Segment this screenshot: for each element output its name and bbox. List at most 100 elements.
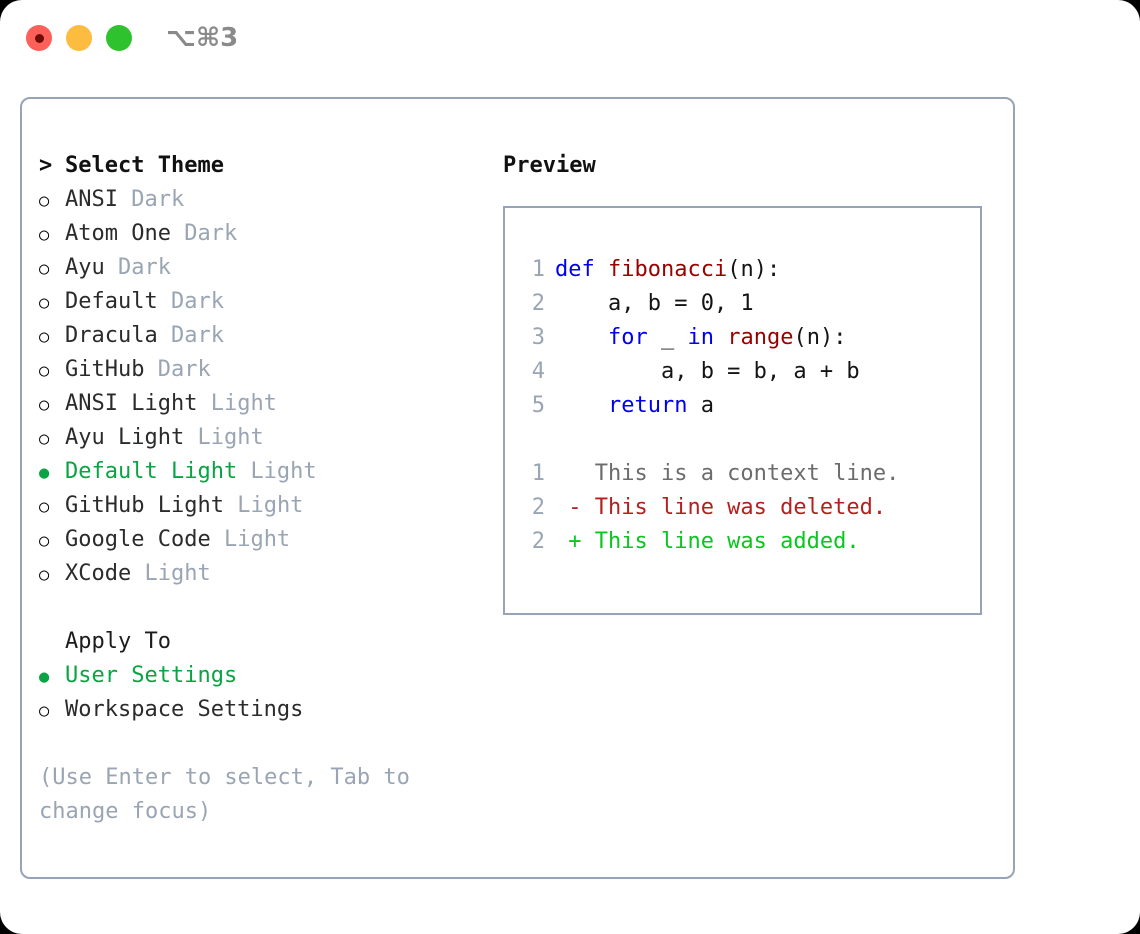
code-token bbox=[714, 325, 727, 350]
theme-list: ○ANSI Dark○Atom One Dark○Ayu Dark○Defaul… bbox=[39, 183, 479, 591]
theme-kind-badge: Dark bbox=[157, 357, 211, 382]
code-line: 2 + This line was added. bbox=[519, 525, 899, 559]
code-line: 3 for _ in range(n): bbox=[519, 321, 899, 355]
list-spacer bbox=[39, 591, 479, 625]
line-number: 2 bbox=[531, 529, 545, 554]
code-line: 4 a, b = b, a + b bbox=[519, 355, 899, 389]
theme-kind-badge: Light bbox=[144, 561, 211, 586]
code-token: (n): bbox=[727, 257, 781, 282]
theme-kind-spacer bbox=[118, 183, 131, 217]
theme-list-item[interactable]: ○ Default Dark bbox=[39, 285, 479, 319]
theme-name-label: Dracula bbox=[65, 323, 158, 348]
theme-kind-badge: Light bbox=[250, 459, 317, 484]
radio-unselected-icon: ○ bbox=[39, 259, 50, 279]
theme-kind-badge: Dark bbox=[118, 255, 171, 280]
theme-list-item[interactable]: ○Atom One Dark bbox=[39, 217, 479, 251]
theme-kind-spacer bbox=[171, 217, 184, 251]
theme-kind-badge: Dark bbox=[184, 221, 238, 246]
theme-kind-badge: Light bbox=[237, 493, 304, 518]
code-token: a, b = b, a + b bbox=[555, 359, 860, 384]
theme-list-item[interactable]: ○XCode Light bbox=[39, 557, 479, 591]
code-diff-gap bbox=[519, 423, 899, 457]
apply-to-label: Workspace Settings bbox=[65, 697, 304, 722]
preview-title: Preview bbox=[503, 153, 596, 178]
theme-name-label: Atom One bbox=[65, 221, 171, 246]
close-window-icon[interactable] bbox=[26, 25, 52, 51]
line-number: 2 bbox=[531, 495, 545, 520]
code-token: for bbox=[607, 325, 648, 350]
theme-name-label: GitHub bbox=[65, 357, 145, 382]
theme-name-label: GitHub Light bbox=[65, 493, 224, 518]
theme-name-label: XCode bbox=[65, 561, 132, 586]
theme-picker-title: Select Theme bbox=[65, 153, 224, 178]
theme-kind-badge: Dark bbox=[131, 187, 185, 212]
theme-kind-badge: Dark bbox=[170, 323, 224, 348]
theme-kind-spacer bbox=[211, 523, 224, 557]
traffic-light-group bbox=[26, 25, 132, 51]
apply-to-option[interactable]: ●User Settings bbox=[39, 659, 479, 693]
radio-unselected-icon: ○ bbox=[39, 429, 50, 449]
code-token: This is a context line. bbox=[555, 461, 900, 486]
main-card: >Select Theme ○ANSI Dark○Atom One Dark○A… bbox=[20, 97, 1015, 879]
theme-kind-spacer bbox=[184, 421, 197, 455]
code-line: 2 a, b = 0, 1 bbox=[519, 287, 899, 321]
line-number: 5 bbox=[531, 393, 545, 418]
code-token: return bbox=[607, 393, 688, 418]
line-number: 4 bbox=[531, 359, 545, 384]
keyboard-shortcut-label: ⌥⌘3 bbox=[166, 23, 239, 53]
theme-name-label: ANSI bbox=[65, 187, 118, 212]
theme-name-label: Google Code bbox=[65, 527, 211, 552]
theme-kind-spacer bbox=[197, 387, 210, 421]
apply-to-list: ●User Settings○Workspace Settings bbox=[39, 659, 479, 727]
theme-kind-spacer bbox=[237, 455, 250, 489]
keyboard-hint: (Use Enter to select, Tab to change focu… bbox=[39, 765, 410, 824]
theme-picker-header: > Select Theme bbox=[39, 149, 479, 183]
theme-kind-spacer bbox=[158, 319, 171, 353]
line-number: 2 bbox=[531, 291, 545, 316]
radio-unselected-icon: ○ bbox=[39, 327, 50, 347]
radio-unselected-icon: ○ bbox=[39, 361, 50, 381]
theme-kind-badge: Light bbox=[223, 527, 291, 552]
maximize-window-icon[interactable] bbox=[106, 25, 132, 51]
code-token bbox=[555, 325, 608, 350]
code-line: 5 return a bbox=[519, 389, 899, 423]
code-token: + This line was added. bbox=[555, 529, 860, 554]
theme-kind-spacer bbox=[131, 557, 144, 591]
apply-to-title: Apply To bbox=[65, 629, 171, 654]
code-token bbox=[555, 393, 608, 418]
theme-kind-spacer bbox=[144, 353, 157, 387]
code-token: _ bbox=[647, 325, 688, 350]
theme-kind-badge: Dark bbox=[170, 289, 224, 314]
theme-kind-spacer bbox=[105, 251, 118, 285]
theme-name-label: Ayu Light bbox=[65, 425, 185, 450]
apply-to-label: User Settings bbox=[65, 663, 238, 688]
code-token: def bbox=[555, 257, 608, 282]
theme-kind-badge: Light bbox=[197, 425, 264, 450]
theme-name-label: Default Light bbox=[65, 459, 238, 484]
code-token: (n): bbox=[793, 325, 847, 350]
theme-list-item[interactable]: ●Default Light Light bbox=[39, 455, 479, 489]
theme-list-item[interactable]: ○ Google Code Light bbox=[39, 523, 479, 557]
minimize-window-icon[interactable] bbox=[66, 25, 92, 51]
theme-list-item[interactable]: ○ Ayu Light Light bbox=[39, 421, 479, 455]
theme-kind-spacer bbox=[224, 489, 237, 523]
theme-list-item[interactable]: ○ANSI Dark bbox=[39, 183, 479, 217]
theme-name-label: Default bbox=[65, 289, 158, 314]
radio-unselected-icon: ○ bbox=[39, 293, 50, 313]
prompt-caret-icon: > bbox=[39, 153, 53, 178]
theme-list-item[interactable]: ○ Dracula Dark bbox=[39, 319, 479, 353]
theme-name-label: Ayu bbox=[65, 255, 105, 280]
apply-to-option[interactable]: ○Workspace Settings bbox=[39, 693, 479, 727]
code-token: fibonacci bbox=[607, 257, 728, 282]
theme-list-item[interactable]: ○ GitHub Dark bbox=[39, 353, 479, 387]
theme-list-item[interactable]: ○ Ayu Dark bbox=[39, 251, 479, 285]
theme-list-item[interactable]: ○ANSI Light Light bbox=[39, 387, 479, 421]
theme-kind-badge: Light bbox=[210, 391, 277, 416]
code-token: - This line was deleted. bbox=[555, 495, 887, 520]
radio-unselected-icon: ○ bbox=[39, 531, 50, 551]
theme-list-item[interactable]: ○GitHub Light Light bbox=[39, 489, 479, 523]
code-line: 1 This is a context line. bbox=[519, 457, 900, 491]
